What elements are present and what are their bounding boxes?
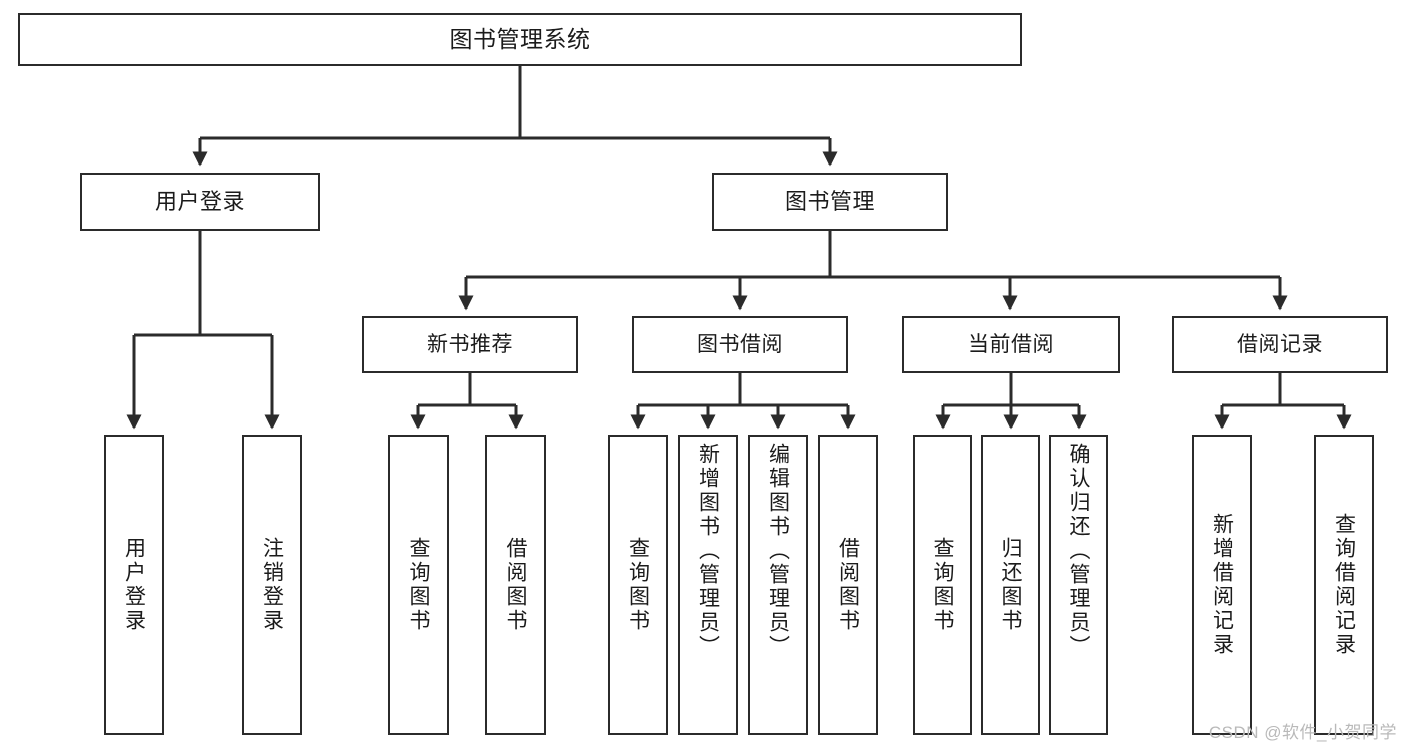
node-leaf-edit-book-label: 编辑图书（管理员） <box>766 443 790 659</box>
node-leaf-query-record[interactable]: 查询借阅记录 <box>1314 435 1374 735</box>
node-leaf-add-book[interactable]: 新增图书（管理员） <box>678 435 738 735</box>
node-leaf-query-record-label: 查询借阅记录 <box>1332 513 1356 657</box>
node-book-borrow-label: 图书借阅 <box>697 332 783 356</box>
node-leaf-return-book-label: 归还图书 <box>999 537 1022 633</box>
node-root[interactable]: 图书管理系统 <box>18 13 1022 66</box>
node-leaf-logout[interactable]: 注销登录 <box>242 435 302 735</box>
node-borrow-record[interactable]: 借阅记录 <box>1172 316 1388 373</box>
node-current-borrow-label: 当前借阅 <box>968 332 1054 356</box>
node-leaf-query-book-2-label: 查询图书 <box>626 537 650 633</box>
node-user-login-label: 用户登录 <box>154 189 245 215</box>
node-leaf-logout-label: 注销登录 <box>260 537 284 633</box>
csdn-watermark: CSDN @软件_小贺同学 <box>1208 723 1397 742</box>
node-book-manage[interactable]: 图书管理 <box>712 173 948 231</box>
node-book-manage-label: 图书管理 <box>784 189 875 215</box>
node-leaf-query-book-1-label: 查询图书 <box>407 537 430 633</box>
node-book-borrow[interactable]: 图书借阅 <box>632 316 848 373</box>
node-root-label: 图书管理系统 <box>449 26 591 53</box>
node-borrow-record-label: 借阅记录 <box>1237 332 1323 356</box>
node-leaf-query-book-3[interactable]: 查询图书 <box>913 435 972 735</box>
node-leaf-borrow-book-1-label: 借阅图书 <box>504 537 527 633</box>
node-new-book-recommend-label: 新书推荐 <box>427 332 513 356</box>
node-current-borrow[interactable]: 当前借阅 <box>902 316 1120 373</box>
node-leaf-borrow-book-2[interactable]: 借阅图书 <box>818 435 878 735</box>
node-leaf-edit-book[interactable]: 编辑图书（管理员） <box>748 435 808 735</box>
node-user-login[interactable]: 用户登录 <box>80 173 320 231</box>
node-leaf-add-book-label: 新增图书（管理员） <box>696 443 720 659</box>
node-leaf-user-login[interactable]: 用户登录 <box>104 435 164 735</box>
node-leaf-user-login-label: 用户登录 <box>122 537 146 633</box>
node-leaf-confirm-return[interactable]: 确认归还（管理员） <box>1049 435 1108 735</box>
node-leaf-return-book[interactable]: 归还图书 <box>981 435 1040 735</box>
node-leaf-borrow-book-1[interactable]: 借阅图书 <box>485 435 546 735</box>
node-new-book-recommend[interactable]: 新书推荐 <box>362 316 578 373</box>
node-leaf-query-book-2[interactable]: 查询图书 <box>608 435 668 735</box>
node-leaf-query-book-1[interactable]: 查询图书 <box>388 435 449 735</box>
node-leaf-query-book-3-label: 查询图书 <box>931 537 954 633</box>
node-leaf-borrow-book-2-label: 借阅图书 <box>836 537 860 633</box>
node-leaf-confirm-return-label: 确认归还（管理员） <box>1067 443 1090 659</box>
node-leaf-add-record-label: 新增借阅记录 <box>1210 513 1234 657</box>
node-leaf-add-record[interactable]: 新增借阅记录 <box>1192 435 1252 735</box>
